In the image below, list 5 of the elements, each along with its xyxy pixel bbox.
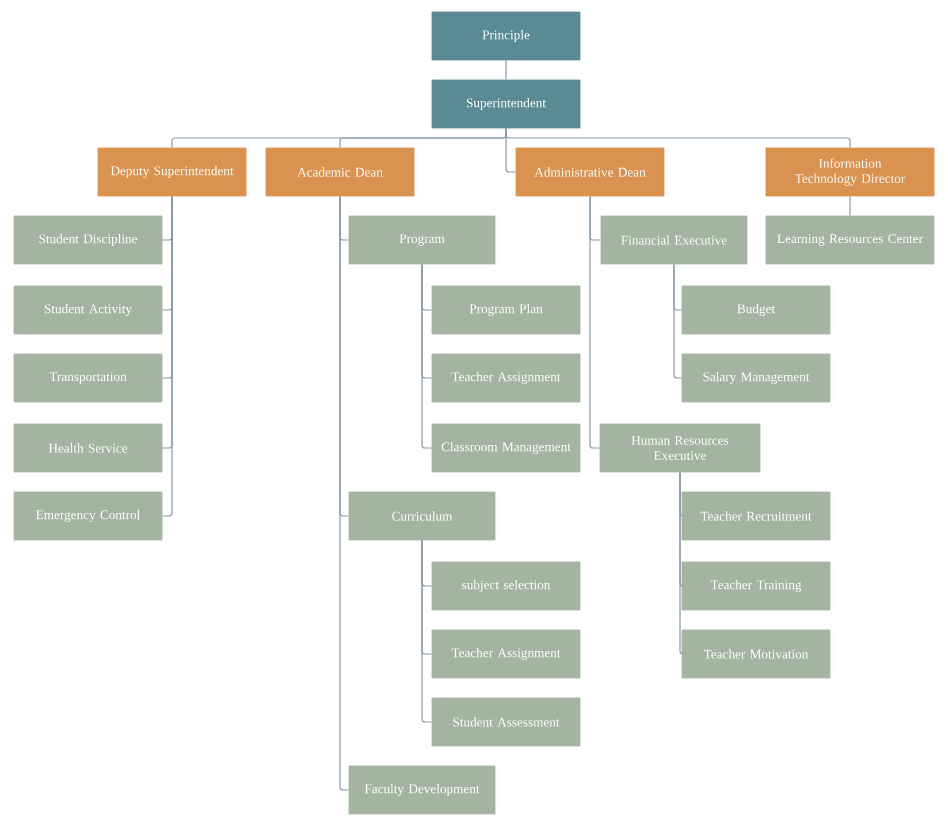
connector bbox=[673, 263, 683, 379]
connector bbox=[339, 195, 350, 791]
connector bbox=[679, 471, 684, 655]
connector bbox=[505, 59, 507, 81]
connector bbox=[849, 195, 851, 217]
